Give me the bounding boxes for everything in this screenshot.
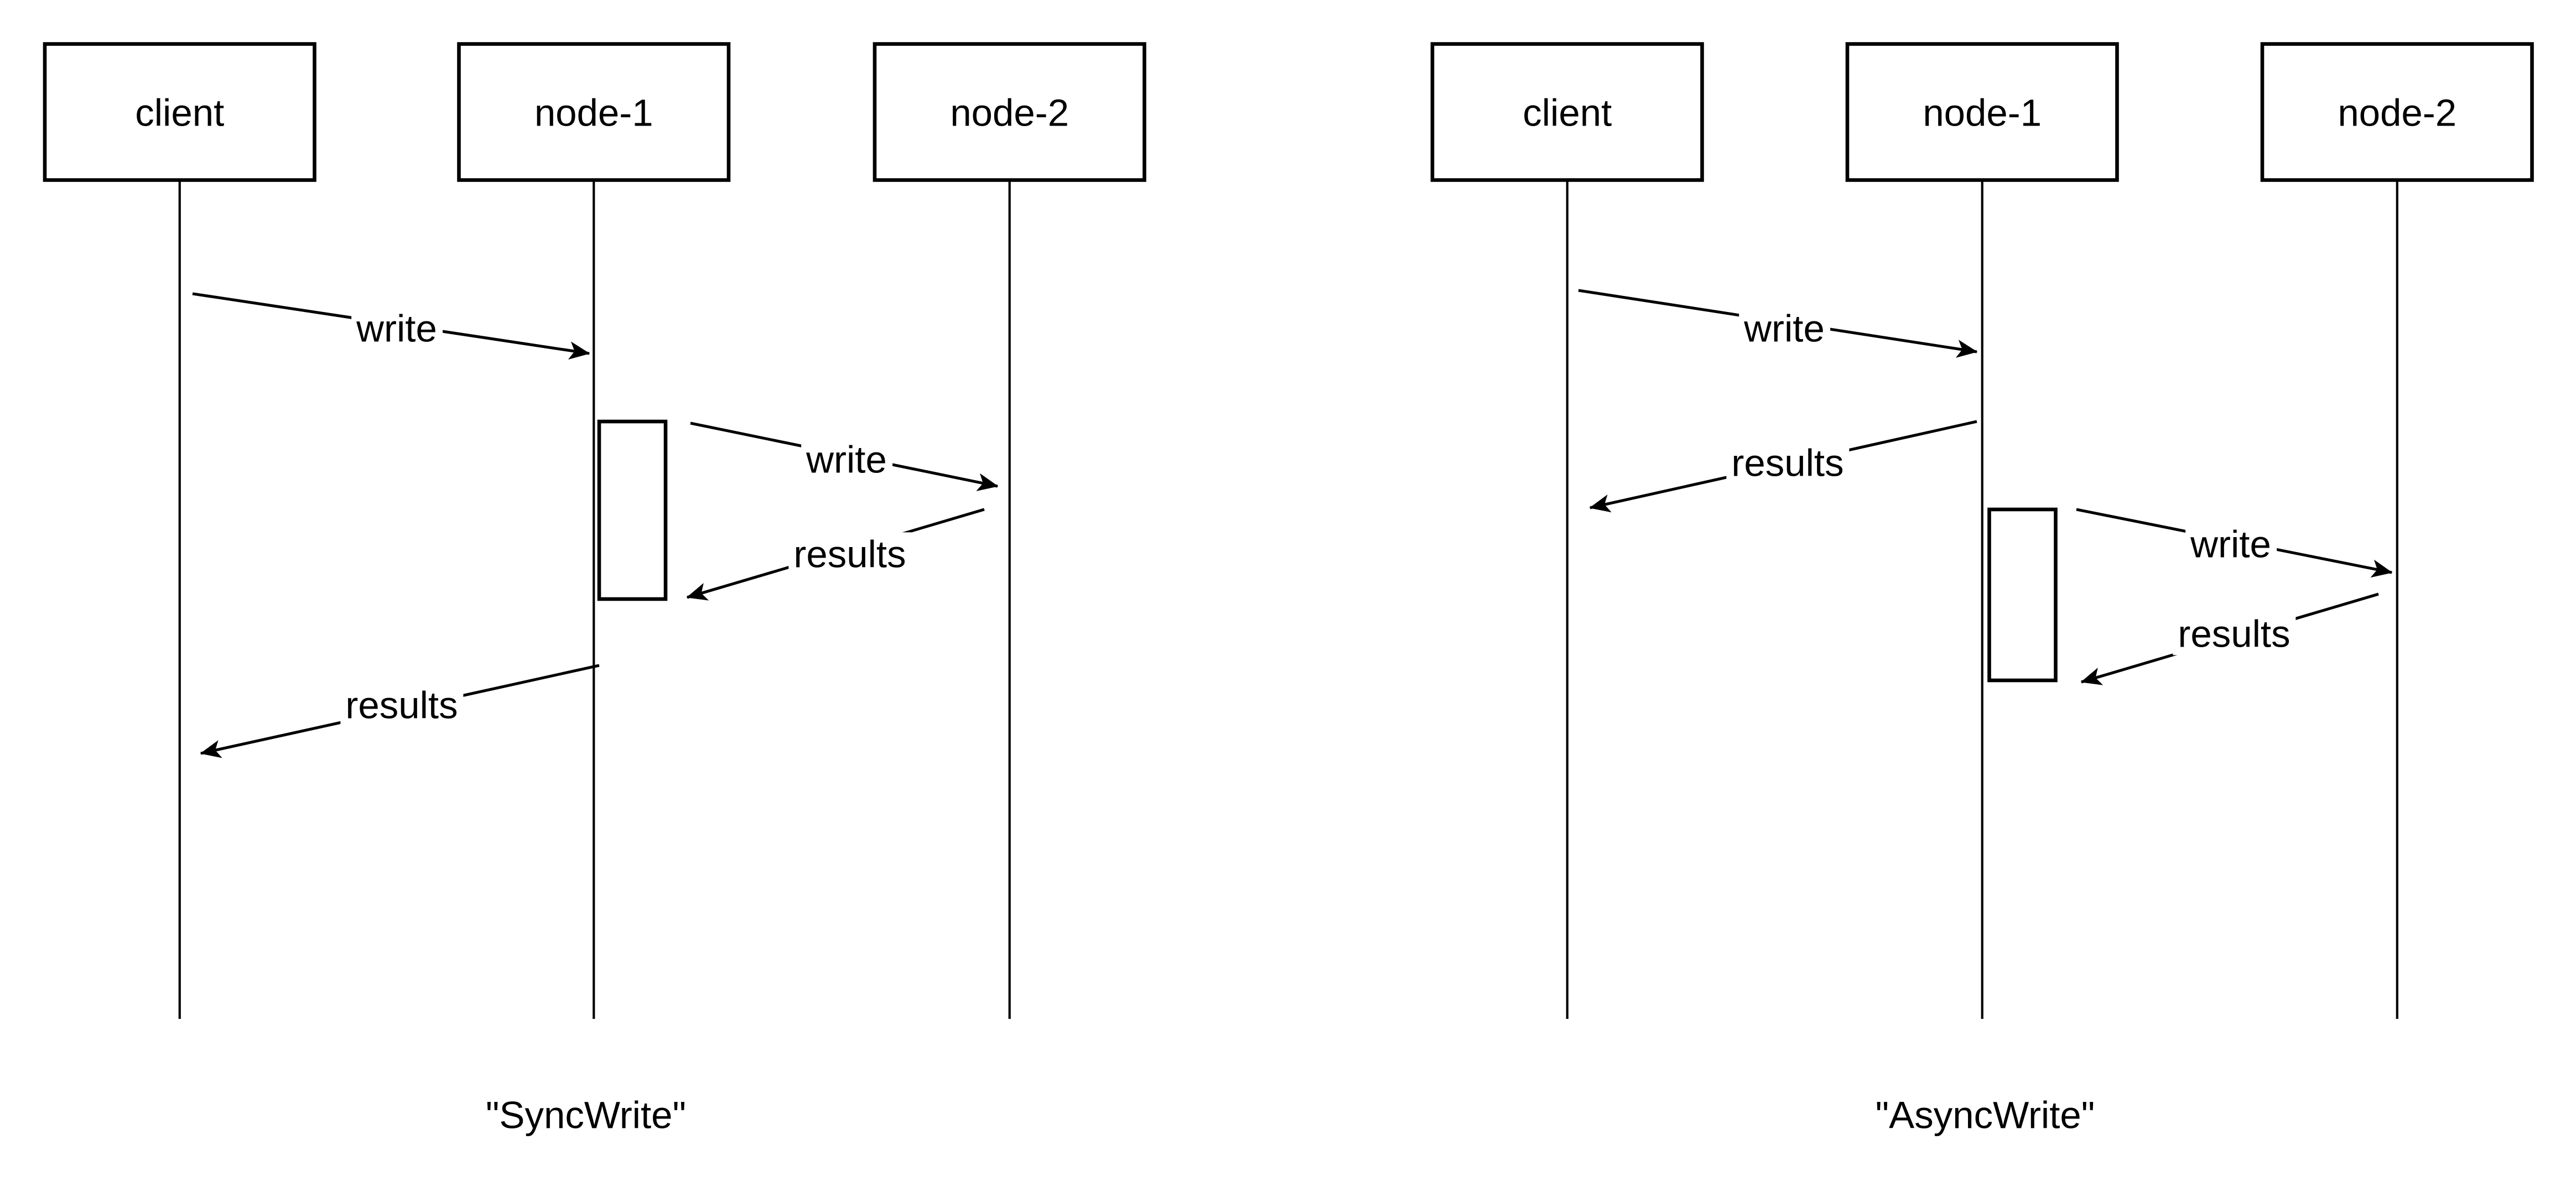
left-node-1-activation-bar <box>597 419 668 601</box>
right-node-1-box <box>1845 42 2119 182</box>
right-message-write-1-label: write <box>1739 306 1830 351</box>
right-node-2-box <box>2260 42 2534 182</box>
right-participant-node-2-label: node-2 <box>2338 90 2457 133</box>
right-diagram-caption: "AsyncWrite" <box>1875 1093 2095 1137</box>
left-message-results-2-label: results <box>340 683 463 727</box>
left-participant-node-1-label: node-1 <box>534 90 653 133</box>
right-message-write-2-label: write <box>2185 522 2276 566</box>
right-node-1-activation-bar <box>1987 507 2058 683</box>
left-participant-client-label: client <box>135 90 225 133</box>
left-node-1-box <box>457 42 731 182</box>
left-diagram-caption: "SyncWrite" <box>485 1093 687 1137</box>
left-client-box <box>43 42 316 182</box>
right-message-results-2-label: results <box>2173 612 2295 656</box>
right-participant-node-1-label: node-1 <box>1923 90 2042 133</box>
right-participant-client-label: client <box>1523 90 1612 133</box>
left-node-2-box <box>872 42 1146 182</box>
left-participant-node-2-label: node-2 <box>950 90 1069 133</box>
left-message-write-1-label: write <box>351 306 442 351</box>
left-message-results-1-label: results <box>788 532 911 576</box>
left-message-write-2-label: write <box>801 438 892 482</box>
right-client-box <box>1430 42 1704 182</box>
right-message-results-1-label: results <box>1726 441 1849 485</box>
